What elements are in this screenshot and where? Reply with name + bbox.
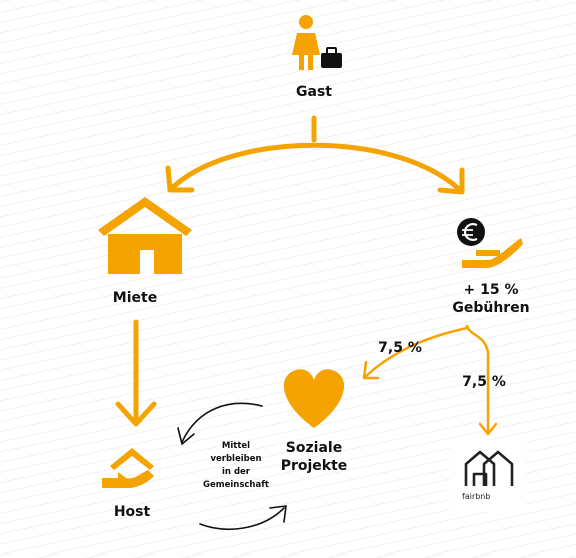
house-icon (98, 197, 192, 274)
person-with-suitcase-icon (292, 15, 342, 70)
flow-arrow-split (165, 115, 465, 195)
fairbnb-logo-icon (464, 450, 514, 486)
node-host-label: Host (113, 504, 151, 520)
community-label-line3: in der (222, 467, 250, 477)
node-gebuehren-label-line2: Gebühren (452, 300, 530, 316)
fairbnb-logo-text: fairbnb (462, 492, 491, 501)
community-label-line2: verbleiben (210, 454, 262, 464)
node-soziale-label-line1: Soziale (285, 440, 343, 456)
house-in-hand-icon (102, 448, 154, 488)
node-gast-label: Gast (296, 84, 332, 100)
euro-coin-hand-icon (457, 218, 523, 268)
node-miete-label: Miete (112, 290, 158, 306)
heart-icon (283, 369, 345, 428)
cycle-arrows (177, 402, 287, 530)
community-label-line4: Gemeinschaft (203, 480, 269, 490)
flow-arrow-miete-host (115, 319, 157, 427)
flow-arrow-fee-split (362, 324, 498, 436)
node-gebuehren-label-line1: + 15 % (463, 282, 519, 298)
flow-split-right-label: 7,5 % (462, 374, 506, 390)
community-label-line1: Mittel (221, 441, 251, 451)
node-soziale-label-line2: Projekte (280, 458, 348, 474)
flow-split-left-label: 7,5 % (378, 340, 422, 356)
